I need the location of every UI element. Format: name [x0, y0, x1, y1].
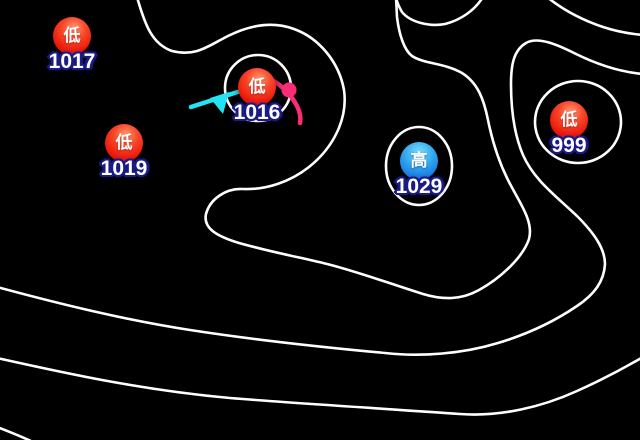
pressure-marker-low-1016: 低 1016	[219, 68, 295, 125]
low-pressure-icon: 低	[105, 124, 143, 162]
warm-front-bump-icon	[281, 82, 297, 98]
warm-front-symbol	[267, 76, 303, 126]
low-pressure-icon: 低	[238, 68, 276, 106]
isobar-line-bottom-sweep	[0, 357, 640, 416]
isobar-line-s-sweep	[0, 39, 640, 356]
pressure-value-label: 999	[551, 134, 587, 157]
cold-front-triangle-icon	[210, 92, 229, 114]
pressure-value-label: 1029	[395, 175, 443, 198]
low-pressure-icon: 低	[550, 101, 588, 139]
pressure-marker-low-1019: 低 1019	[86, 124, 162, 181]
low-pressure-icon: 低	[53, 17, 91, 55]
isobar-ring-low-999	[533, 79, 623, 165]
pressure-marker-low-999: 低 999	[531, 101, 607, 158]
pressure-value-label: 1016	[233, 101, 281, 124]
pressure-value-label: 1017	[48, 50, 96, 73]
warm-front-line	[267, 76, 303, 126]
high-pressure-icon: 高	[400, 142, 438, 180]
isobar-line-main-trough	[136, 0, 532, 300]
isobar-line-top-dip	[395, 0, 483, 27]
isobar-line-top-right	[548, 0, 640, 37]
pressure-marker-high-1029: 高 1029	[381, 142, 457, 199]
isobar-ring-high-1029	[384, 125, 454, 207]
pressure-marker-low-1017: 低 1017	[34, 17, 110, 74]
pressure-value-label: 1019	[100, 157, 148, 180]
isobar-line-corner-stub	[0, 426, 32, 440]
